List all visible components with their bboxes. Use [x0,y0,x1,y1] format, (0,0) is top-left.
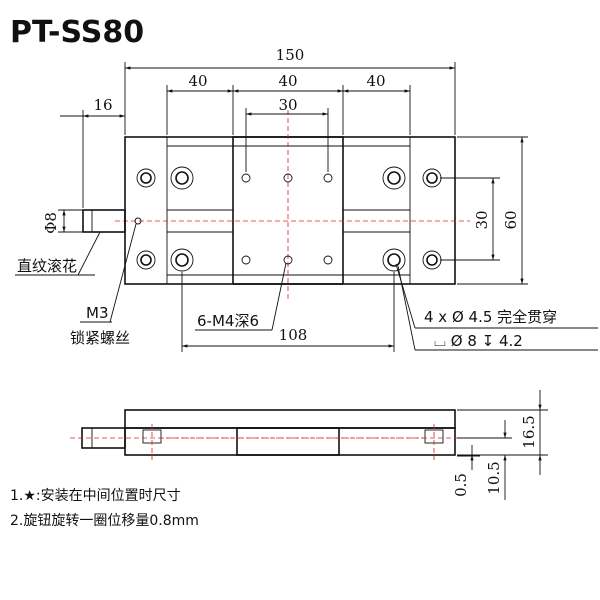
note-1: 1.★:安装在中间位置时尺寸 [10,488,181,504]
m4-thread-hole [241,255,251,265]
side-base [124,427,456,456]
through-hole [136,250,156,270]
notes: 1.★:安装在中间位置时尺寸 2.旋钮旋转一圈位移量0.8mm [10,488,199,529]
dim-0-5: 0.5 [452,473,470,497]
dim-40-mid: 40 [278,72,297,90]
dim-40-right: 40 [366,72,385,90]
counterbore-hole [382,166,406,190]
model-title: PT-SS80 [10,15,144,50]
label-thread-holes: 6-M4深6 [197,312,259,330]
through-hole [422,168,442,188]
through-hole [422,250,442,270]
dim-150: 150 [276,46,305,64]
lock-screw [134,217,142,225]
label-m3: M3 [86,304,109,322]
m4-thread-hole [323,173,333,183]
counterbore-hole [170,166,194,190]
dim-16: 16 [93,96,112,114]
dim-10-5: 10.5 [485,461,503,494]
dim-16-5: 16.5 [520,415,538,448]
m4-thread-hole [241,173,251,183]
dim-30-vertical: 30 [473,210,491,229]
knurled-knob [82,209,126,233]
dim-60-vertical: 60 [502,210,520,229]
side-top-plate [124,409,456,429]
side-screw-housing [236,427,340,456]
label-through-holes: 4 x Ø 4.5 完全贯穿 [424,308,557,326]
base-plate-outline [124,136,456,285]
dim-phi-8: Φ8 [42,212,60,234]
note-2: 2.旋钮旋转一圈位移量0.8mm [10,513,199,529]
m4-thread-hole [283,173,293,183]
dim-40-left: 40 [188,72,207,90]
side-view: 16.5 10.5 0.5 [70,390,548,500]
counterbore-hole [382,248,406,272]
m4-thread-hole [283,255,293,265]
label-counterbore: ⌴ Ø 8 ↧ 4.2 [434,332,523,350]
dim-108: 108 [279,326,308,344]
counterbore-hole [170,248,194,272]
label-lock-screw: 锁紧螺丝 [70,329,130,347]
dim-30: 30 [278,96,297,114]
through-hole [136,168,156,188]
m4-thread-hole [323,255,333,265]
label-knurl: 直纹滚花 [17,257,77,275]
top-view: 150 40 40 40 30 16 Φ8 30 60 [15,46,598,352]
